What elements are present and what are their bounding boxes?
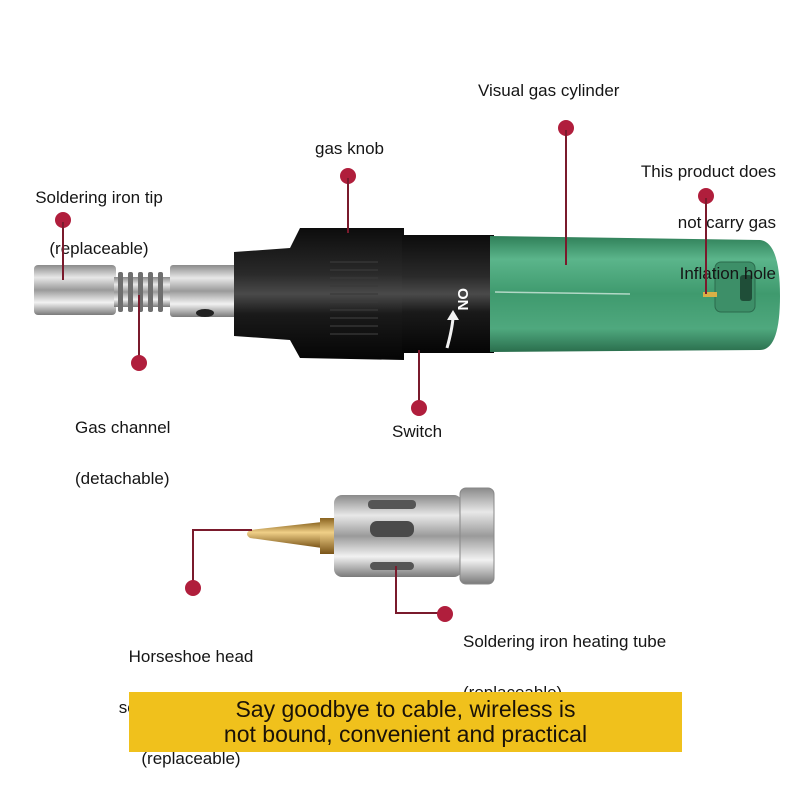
inflation-hole-leader-line — [705, 198, 707, 294]
heating-tube-marker-dot — [437, 606, 453, 622]
heating-tube-leader-hline — [395, 612, 440, 614]
horseshoe-head-leader-hline — [192, 529, 252, 531]
switch-leader-line — [418, 350, 420, 402]
promo-banner: Say goodbye to cable, wireless is not bo… — [129, 692, 682, 752]
on-marking: ON — [454, 288, 471, 311]
gas-channel-marker-dot — [131, 355, 147, 371]
inflation-hole-marker-dot — [698, 188, 714, 204]
inflation-hole-label: This product does not carry gas Inflatio… — [640, 162, 776, 283]
gas-knob-marker-dot — [340, 168, 356, 184]
visual-cylinder-marker-dot — [558, 120, 574, 136]
gas-channel-label: Gas channel (detachable) — [75, 418, 171, 488]
horseshoe-head-leader-vline — [192, 529, 194, 581]
switch-label: Switch — [392, 422, 443, 441]
banner-line-1: Say goodbye to cable, wireless is — [235, 696, 576, 722]
soldering-tip-marker-dot — [55, 212, 71, 228]
banner-line-2: not bound, convenient and practical — [223, 721, 588, 747]
soldering-tip-label: Soldering iron tip (replaceable) — [35, 188, 163, 258]
gas-knob-label: gas knob — [315, 139, 384, 158]
heating-tube-leader-vline — [395, 566, 397, 614]
visual-cylinder-label: Visual gas cylinder — [478, 81, 620, 100]
visual-cylinder-leader-line — [565, 130, 567, 265]
soldering-tip-leader-line — [62, 222, 64, 280]
horseshoe-head-marker-dot — [185, 580, 201, 596]
gas-knob-leader-line — [347, 178, 349, 233]
switch-marker-dot — [411, 400, 427, 416]
gas-channel-leader-line — [138, 295, 140, 357]
